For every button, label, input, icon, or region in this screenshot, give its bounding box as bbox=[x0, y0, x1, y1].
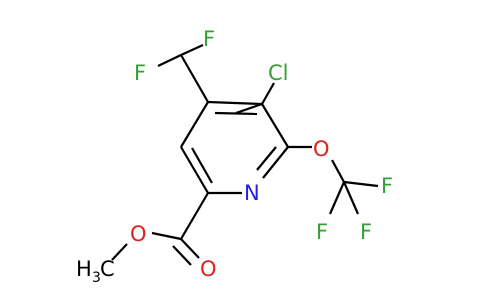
bond-n-c2-inner bbox=[256, 146, 277, 171]
bond-o-cf3 bbox=[331, 159, 345, 183]
atom-f-top: F bbox=[203, 27, 215, 51]
bond-cf3-f-bottom-left bbox=[328, 181, 346, 215]
bond-carbonyl-2 bbox=[172, 245, 192, 266]
atom-nitrogen: N bbox=[244, 181, 260, 205]
atom-oxygen-carbonyl: O bbox=[200, 257, 217, 281]
atom-f-right: F bbox=[381, 174, 393, 198]
methyl-h: H bbox=[76, 257, 92, 281]
methyl-subscript: 3 bbox=[92, 270, 101, 286]
bond-chf2-f-left bbox=[157, 54, 182, 67]
atom-f-bottom-left: F bbox=[316, 220, 328, 244]
bond-carbonyl-1 bbox=[180, 238, 200, 259]
atom-labels: F F Cl N O F F F O O H 3 C bbox=[76, 27, 393, 286]
bond-cf3-f-bottom-right bbox=[342, 181, 360, 215]
bond-cf3-f-right bbox=[343, 180, 379, 188]
bond-c6-ester-c bbox=[180, 192, 209, 240]
bond-c5-c6 bbox=[180, 146, 209, 194]
bond-ester-o-methyl bbox=[111, 243, 128, 261]
atom-oxygen-ester: O bbox=[130, 222, 147, 246]
bond-c3-cl bbox=[261, 82, 275, 105]
atom-f-bottom-right: F bbox=[360, 220, 372, 244]
bond-c5-c6-inner bbox=[191, 147, 213, 184]
bond-ester-c-o bbox=[151, 231, 182, 241]
bond-c3-c4-inner bbox=[207, 100, 263, 106]
bond-c3-c4-double bbox=[214, 111, 258, 116]
atom-chlorine: Cl bbox=[268, 61, 289, 85]
bond-n-c2 bbox=[262, 146, 289, 179]
pyridine-ring bbox=[180, 100, 289, 195]
bond-c2-c3 bbox=[261, 103, 289, 148]
methyl-c: C bbox=[100, 257, 115, 281]
bond-c4-chf2 bbox=[180, 54, 209, 103]
atom-f-left: F bbox=[134, 61, 146, 85]
bond-chf2-f-top bbox=[180, 43, 204, 57]
substituent-bonds bbox=[111, 43, 379, 266]
atom-oxygen-ether: O bbox=[313, 137, 330, 161]
methyl-group-label: H 3 C bbox=[76, 257, 115, 286]
bond-c4-c5 bbox=[180, 101, 209, 148]
bond-c3-c4 bbox=[235, 102, 263, 115]
